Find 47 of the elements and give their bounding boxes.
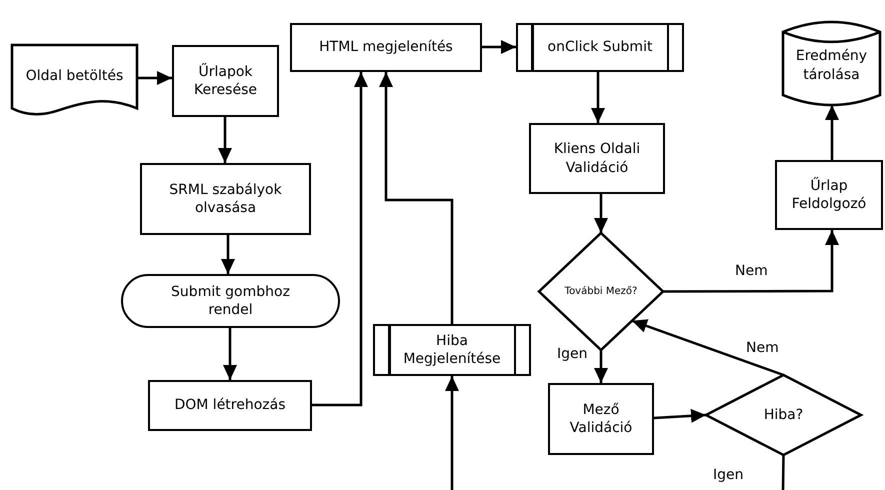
- subroutine-box: [373, 324, 531, 376]
- connector-line: [782, 454, 785, 490]
- arrow: [594, 350, 608, 383]
- step-text: Mező Validáció: [568, 400, 634, 438]
- arrow: [825, 105, 839, 160]
- step-text: További Mező?: [564, 285, 638, 298]
- step-text: Eredmény tárolása: [794, 47, 868, 84]
- arrow: [137, 71, 172, 85]
- arrow: [445, 376, 459, 490]
- arrow: [594, 194, 608, 233]
- process-box: [775, 160, 883, 230]
- edge-label: Igen: [712, 468, 745, 482]
- terminator-shape: [121, 274, 340, 328]
- arrow: [218, 117, 232, 163]
- process-box: [290, 23, 482, 72]
- step-text: Kliens Oldali Validáció: [552, 140, 642, 177]
- arrow: [663, 230, 839, 293]
- step-text: Submit gombhoz rendel: [170, 282, 291, 320]
- process-box: [172, 45, 279, 117]
- process-box: [148, 380, 312, 431]
- step-text: Űrlap Feldolgozó: [790, 176, 868, 214]
- database-cylinder: [783, 22, 880, 105]
- edge-label: Nem: [734, 264, 769, 278]
- arrow: [312, 72, 368, 406]
- document-shape: [12, 45, 137, 117]
- step-text: Hiba Megjelenítése: [402, 332, 502, 368]
- step-text: Oldal betöltés: [24, 66, 124, 86]
- step-text: HTML megjelenítés: [318, 38, 454, 57]
- process-box: [529, 123, 665, 194]
- process-box: [548, 383, 654, 455]
- edge-label: Igen: [556, 347, 589, 361]
- process-box: [140, 163, 311, 235]
- decision-diamond: [706, 375, 861, 455]
- step-text: onClick Submit: [546, 38, 654, 57]
- arrow: [223, 328, 237, 380]
- subroutine-box: [516, 23, 684, 72]
- edge-label: Nem: [745, 341, 780, 355]
- step-text: DOM létrehozás: [173, 396, 287, 415]
- step-text: Hiba?: [762, 406, 804, 424]
- step-text: Űrlapok Keresése: [193, 62, 258, 100]
- arrow: [591, 72, 605, 123]
- arrow: [221, 235, 235, 274]
- step-text: SRML szabályok olvasása: [168, 180, 283, 218]
- arrow: [482, 40, 516, 54]
- arrow: [654, 408, 706, 423]
- arrow: [632, 319, 784, 376]
- arrow: [379, 72, 454, 324]
